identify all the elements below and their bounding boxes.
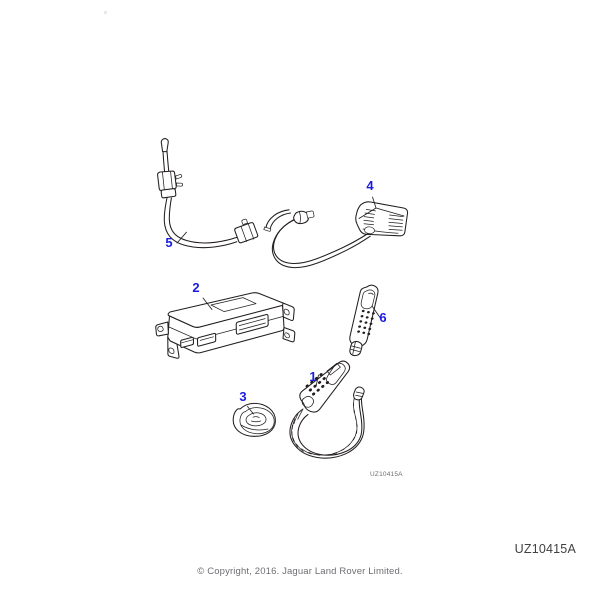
- part-handset-portable: [349, 284, 381, 357]
- part-speaker-unit: [263, 196, 409, 269]
- copyright-notice: © Copyright, 2016. Jaguar Land Rover Lim…: [197, 566, 403, 577]
- callout-numbers: 1 2 3 4 5 6: [165, 178, 386, 404]
- part-handset-cradle-dock: [232, 402, 276, 437]
- scan-artifact-speck: [104, 11, 107, 14]
- callout-number-6: 6: [379, 310, 386, 325]
- callout-number-1: 1: [309, 369, 316, 384]
- callout-number-5: 5: [165, 235, 172, 250]
- callout-number-3: 3: [239, 389, 246, 404]
- callout-number-2: 2: [192, 280, 199, 295]
- handset-keypad-dots: [357, 309, 375, 336]
- callout-number-4: 4: [366, 178, 374, 193]
- part-telephone-control-module: [155, 292, 296, 359]
- corded-handset-keypad-dots: [305, 373, 329, 396]
- part-number-label: UZ10415A: [514, 542, 576, 556]
- part-telephone-handset-corded: [289, 360, 365, 459]
- diagram-watermark-reference: UZ10415A: [370, 471, 403, 478]
- part-antenna-and-lead: [157, 138, 259, 249]
- coiled-cord-ribs: [291, 389, 358, 456]
